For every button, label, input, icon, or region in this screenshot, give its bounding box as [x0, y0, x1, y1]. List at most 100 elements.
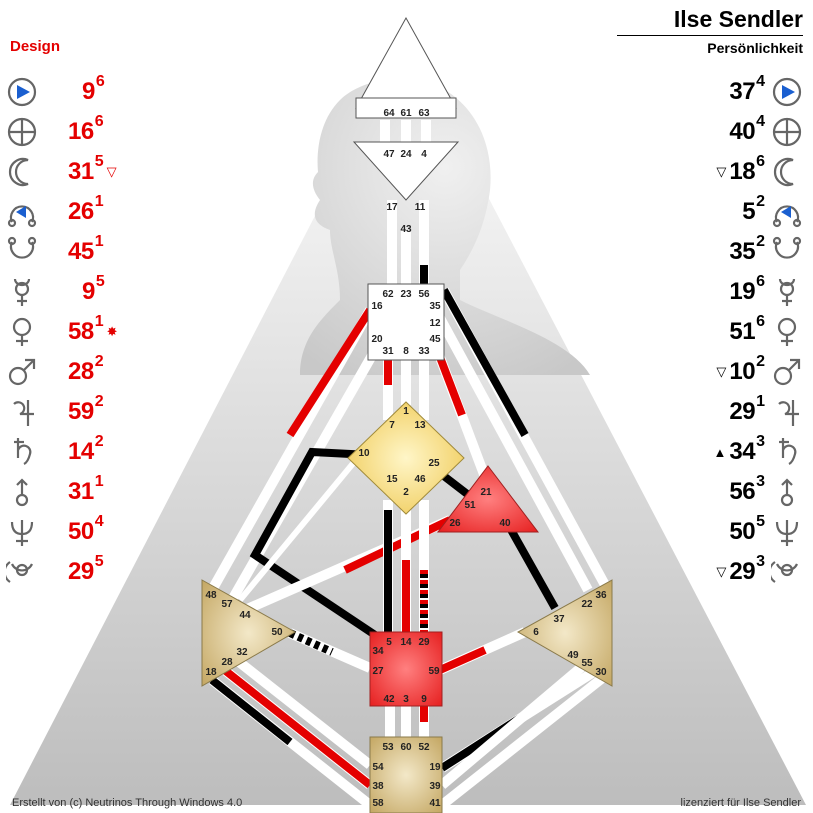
gate-label: 22: [581, 599, 593, 610]
venus-icon: [12, 317, 32, 346]
gate-label: 39: [429, 781, 441, 792]
line-number: 3: [756, 433, 765, 450]
g-center: [347, 401, 465, 515]
mercury-icon: [778, 278, 796, 306]
root-center: [369, 736, 443, 813]
ajna-center: [352, 141, 460, 201]
gate-number: 28: [68, 358, 94, 385]
pluto-icon: [6, 561, 33, 583]
gate-label: 43: [400, 224, 412, 235]
moon-icon: [8, 157, 29, 187]
gate-number: 18: [729, 158, 756, 185]
pluto-icon: [771, 561, 798, 583]
line-number: 2: [94, 353, 104, 370]
gate-label: 25: [428, 458, 440, 469]
gate-label: 64: [383, 108, 395, 119]
head-center: [355, 16, 457, 109]
gate-number: 37: [729, 78, 756, 105]
gate-number: 59: [68, 398, 94, 425]
gate-label: 40: [499, 518, 511, 529]
gate-number: 26: [68, 198, 94, 225]
neptune-icon: [775, 520, 799, 546]
gate-label: 38: [372, 781, 384, 792]
gate-label: 5: [386, 637, 392, 648]
line-number: 1: [94, 313, 104, 330]
gate-number: 29: [729, 398, 756, 425]
gate-number: 10: [729, 358, 756, 385]
gate-label: 30: [595, 667, 607, 678]
gate-number: 51: [729, 318, 756, 345]
line-number: 1: [756, 393, 765, 410]
gate-number: 9: [82, 78, 95, 105]
line-number: 1: [94, 473, 104, 490]
line-number: 4: [756, 113, 765, 130]
throat-center: [367, 283, 445, 361]
uranus-icon: [15, 478, 29, 507]
line-number: 5: [756, 513, 765, 530]
saturn-icon: [14, 438, 32, 465]
gate-label: 3: [403, 694, 409, 705]
line-number: 2: [756, 353, 765, 370]
gate-number: 50: [68, 518, 94, 545]
venus-icon: [777, 317, 797, 346]
gate-label: 42: [383, 694, 395, 705]
jupiter-icon: [13, 400, 34, 426]
spleen-center: [201, 579, 297, 687]
gate-label: 44: [239, 610, 251, 621]
line-number: 6: [756, 313, 765, 330]
exaltation-marker: ▲: [713, 444, 727, 460]
gate-label: 63: [418, 108, 430, 119]
gate-label: 8: [403, 346, 409, 357]
gate-number: 35: [729, 238, 756, 265]
mercury-icon: [13, 278, 31, 306]
person-name: Ilse Sendler: [673, 6, 803, 32]
gate-label: 16: [371, 301, 383, 312]
gate-number: 56: [729, 478, 756, 505]
gate-label: 41: [429, 798, 441, 809]
gate-label: 60: [400, 742, 412, 753]
exaltation-marker: ▽: [716, 364, 727, 379]
head-center-base: [355, 97, 457, 119]
gate-number: 45: [68, 238, 94, 265]
gate-label: 26: [449, 518, 461, 529]
exaltation-marker: ▽: [106, 164, 117, 179]
earth-icon: [772, 117, 802, 147]
gate-label: 50: [271, 627, 283, 638]
gate-label: 4: [421, 149, 427, 160]
heart-center: [436, 465, 540, 533]
gate-label: 33: [418, 346, 430, 357]
gate-label: 32: [236, 647, 248, 658]
line-number: 4: [756, 73, 765, 90]
personality-label: Persönlichkeit: [707, 40, 803, 56]
gate-label: 21: [480, 487, 492, 498]
gate-label: 53: [382, 742, 394, 753]
gate-number: 16: [68, 118, 94, 145]
footer-license: lizenziert für Ilse Sendler: [680, 797, 801, 809]
gate-label: 24: [400, 149, 412, 160]
gate-number: 31: [68, 478, 94, 505]
line-number: 1: [94, 233, 104, 250]
footer-credit: Erstellt von (c) Neutrinos Through Windo…: [12, 797, 243, 809]
gate-label: 23: [400, 289, 412, 300]
line-number: 3: [756, 473, 765, 490]
gate-number: 29: [68, 558, 94, 585]
jupiter-icon: [778, 400, 799, 426]
line-number: 3: [756, 553, 765, 570]
gate-label: 45: [429, 334, 441, 345]
sun-icon: [7, 77, 37, 107]
line-number: 6: [95, 73, 105, 90]
mars-icon: [773, 358, 801, 386]
